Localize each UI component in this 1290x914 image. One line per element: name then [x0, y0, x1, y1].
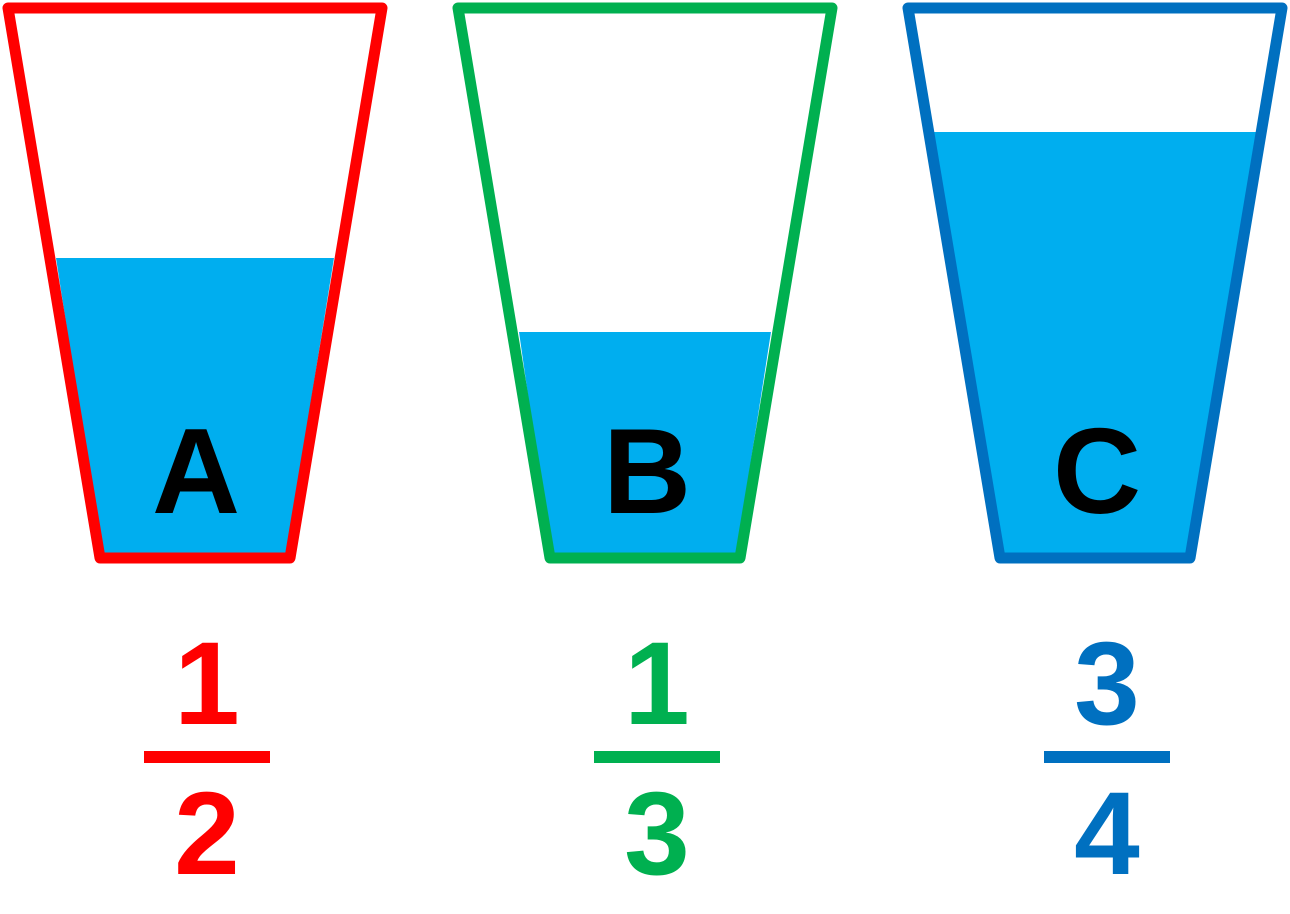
fraction-a-numerator: 1	[174, 618, 240, 750]
fraction-b-bar	[594, 751, 720, 763]
fraction-b-numerator: 1	[624, 618, 690, 750]
fraction-a: 1 2	[144, 618, 270, 900]
fraction-a-denominator: 2	[174, 768, 240, 900]
cup-b: B	[452, 2, 838, 564]
cup-b-water	[519, 332, 771, 556]
cup-c-water	[934, 132, 1256, 556]
fraction-c-bar	[1044, 751, 1170, 763]
fraction-b-denominator: 3	[624, 768, 690, 900]
cup-b-outline	[452, 2, 838, 564]
cup-c: C	[902, 2, 1288, 564]
cup-a: A	[2, 2, 388, 564]
cup-a-water	[56, 258, 334, 556]
cup-b-letter: B	[603, 403, 691, 539]
fraction-b: 1 3	[594, 618, 720, 900]
cup-a-outline	[2, 2, 388, 564]
fraction-a-bar	[144, 751, 270, 763]
fraction-c: 3 4	[1044, 618, 1170, 900]
fraction-c-denominator: 4	[1074, 768, 1140, 900]
cup-c-outline	[902, 2, 1288, 564]
cup-c-letter: C	[1053, 403, 1141, 539]
fraction-c-numerator: 3	[1074, 618, 1140, 750]
cup-a-letter: A	[152, 403, 240, 539]
